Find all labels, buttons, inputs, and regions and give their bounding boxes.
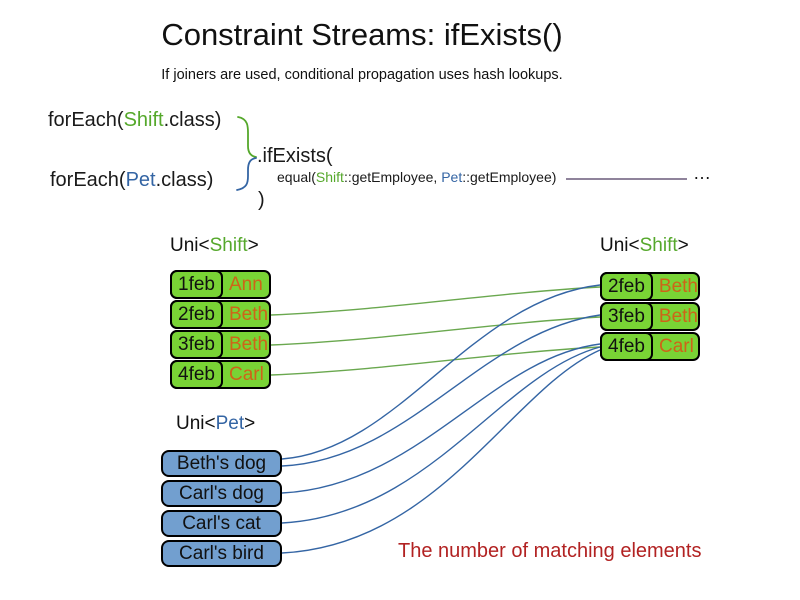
shift-class-token: Shift <box>315 169 344 185</box>
pet-box-carls-dog: Carl's dog <box>161 480 282 507</box>
label-text: Uni< <box>170 235 210 256</box>
shift-date-cell: 4feb <box>600 332 653 361</box>
brace-top-green <box>237 116 257 158</box>
shift-class-token: Shift <box>123 109 164 131</box>
note-line-1: The number of matching elements <box>398 540 702 562</box>
exists-line-carlsdog-4feb <box>281 343 601 494</box>
label-text: > <box>244 413 256 434</box>
code-text: forEach( <box>50 169 126 191</box>
code-if-exists: .ifExists( <box>257 145 333 167</box>
shift-date-cell: 2feb <box>600 272 653 301</box>
shift-employee-cell: Beth <box>229 333 269 355</box>
shift-employee-cell: Ann <box>229 273 263 295</box>
shift-row-4feb-left: 4feb Carl <box>170 360 271 389</box>
code-foreach-shift: forEach(Shift.class) <box>48 109 221 132</box>
code-text: .class) <box>163 109 222 131</box>
pet-box-carls-cat: Carl's cat <box>161 510 282 537</box>
exists-line-bethsdog-3feb <box>281 314 601 467</box>
shift-employee-cell: Beth <box>658 275 698 297</box>
code-close-paren: ) <box>258 189 265 211</box>
shift-employee-cell: Beth <box>229 303 269 325</box>
page-title: Constraint Streams: ifExists() <box>161 17 563 52</box>
shift-row-2feb-right: 2feb Beth <box>600 272 700 301</box>
code-foreach-pet: forEach(Pet.class) <box>50 169 213 192</box>
label-text: > <box>247 235 259 256</box>
shift-row-2feb-left: 2feb Beth <box>170 300 271 329</box>
pet-class-token: Pet <box>125 169 156 191</box>
code-text: equal( <box>277 169 316 185</box>
code-text: .class) <box>155 169 214 191</box>
shift-employee-cell: Carl <box>229 363 264 385</box>
code-text: forEach( <box>48 109 124 131</box>
shift-row-1feb-left: 1feb Ann <box>170 270 271 299</box>
match-line-3feb <box>270 316 601 346</box>
match-line-4feb <box>270 346 601 376</box>
pet-class-token: Pet <box>441 169 463 185</box>
shift-date-cell: 2feb <box>170 300 223 329</box>
code-text: ::getEmployee) <box>462 169 557 185</box>
code-text: ::getEmployee, <box>343 169 442 185</box>
shift-row-3feb-right: 3feb Beth <box>600 302 700 331</box>
right-shift-stream-label: Uni<Shift> <box>600 235 689 257</box>
shift-row-4feb-right: 4feb Carl <box>600 332 700 361</box>
exists-line-bethsdog-2feb <box>281 284 601 460</box>
shift-date-cell: 4feb <box>170 360 223 389</box>
pet-box-beths-dog: Beth's dog <box>161 450 282 477</box>
match-line-2feb <box>270 286 601 316</box>
shift-class-token: Shift <box>639 235 678 256</box>
left-shift-stream-label: Uni<Shift> <box>170 235 259 257</box>
shift-row-3feb-left: 3feb Beth <box>170 330 271 359</box>
pet-class-token: Pet <box>215 413 245 434</box>
shift-class-token: Shift <box>209 235 248 256</box>
code-joiner-equal: equal(Shift::getEmployee, Pet::getEmploy… <box>277 169 556 185</box>
note-text: The number of matching elements in the s… <box>398 481 740 600</box>
shift-date-cell: 3feb <box>600 302 653 331</box>
shift-date-cell: 1feb <box>170 270 223 299</box>
label-text: Uni< <box>600 235 640 256</box>
page-subtitle: If joiners are used, conditional propaga… <box>161 67 563 83</box>
label-text: > <box>677 235 689 256</box>
pet-box-carls-bird: Carl's bird <box>161 540 282 567</box>
brace-bottom-blue <box>236 157 257 191</box>
label-text: Uni< <box>176 413 216 434</box>
shift-date-cell: 3feb <box>170 330 223 359</box>
pet-stream-label: Uni<Pet> <box>176 413 255 435</box>
shift-employee-cell: Beth <box>658 305 698 327</box>
ellipsis-token: … <box>693 163 711 183</box>
shift-employee-cell: Carl <box>659 335 694 357</box>
